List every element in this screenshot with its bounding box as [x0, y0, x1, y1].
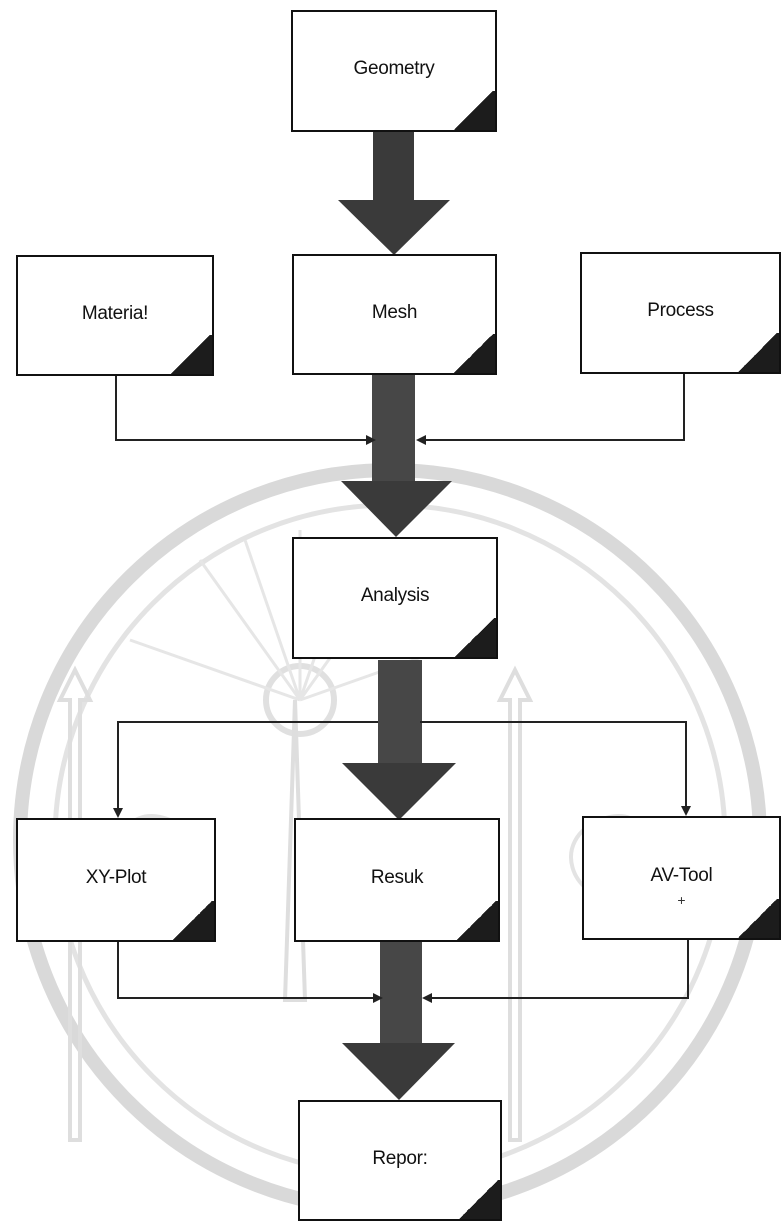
corner-mark	[455, 1180, 500, 1219]
thick-arrow-result-report	[342, 942, 455, 1100]
thick-arrow-mesh-analysis	[341, 375, 452, 537]
node-label: XY-Plot	[85, 867, 147, 889]
link-avtool-report	[422, 940, 689, 1003]
link-process-mesh	[416, 374, 685, 445]
node-label: Mesh	[371, 301, 418, 323]
corner-mark	[453, 901, 498, 940]
node-label: Repor:	[372, 1147, 428, 1169]
node-avtool: AV-Tool +	[582, 816, 781, 940]
node-process: Process	[580, 252, 781, 374]
node-label: Analysis	[360, 585, 430, 607]
corner-mark	[734, 333, 779, 372]
corner-mark	[451, 618, 496, 657]
thick-arrow-analysis-result	[342, 660, 456, 820]
link-analysis-avtool	[420, 721, 691, 816]
node-mesh: Mesh	[292, 254, 497, 375]
node-mark: +	[677, 892, 686, 908]
thick-arrow-geometry-mesh	[338, 132, 450, 255]
corner-mark	[450, 334, 495, 373]
node-label: Process	[647, 300, 714, 322]
node-label: Geometry	[353, 58, 435, 80]
link-analysis-xyplot	[113, 721, 378, 818]
link-material-mesh	[115, 376, 376, 445]
node-xyplot: XY-Plot	[16, 818, 216, 942]
link-xyplot-report	[117, 942, 383, 1003]
corner-mark	[734, 899, 779, 938]
corner-mark	[450, 91, 495, 130]
node-result: Resuk	[294, 818, 500, 942]
node-label: Materia!	[81, 302, 149, 324]
node-label: Resuk	[370, 867, 424, 889]
node-report: Repor:	[298, 1100, 502, 1221]
node-analysis: Analysis	[292, 537, 498, 659]
node-label: AV-Tool	[650, 865, 713, 887]
node-material: Materia!	[16, 255, 214, 376]
node-geometry: Geometry	[291, 10, 497, 132]
corner-mark	[167, 335, 212, 374]
corner-mark	[169, 901, 214, 940]
